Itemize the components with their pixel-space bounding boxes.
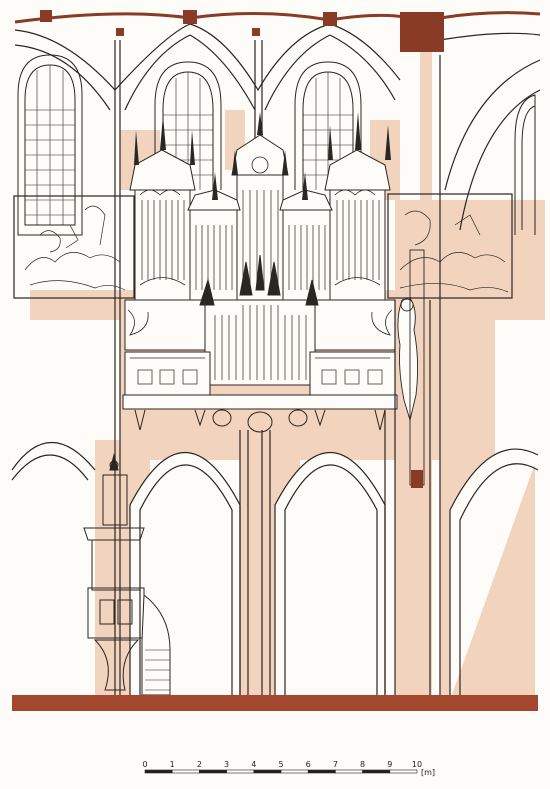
scale-bar-tick-label: 1 — [170, 760, 175, 769]
window-center-left — [154, 61, 222, 190]
organ-pendants — [134, 409, 386, 433]
window-left — [17, 54, 83, 236]
vault-bosses — [40, 10, 444, 52]
scale-bar-segment — [253, 769, 282, 774]
scale-bar-tick-label: 9 — [387, 760, 392, 769]
pillar-statue — [397, 249, 425, 488]
scale-bar-segments — [144, 769, 418, 774]
organ-carvings — [139, 156, 381, 286]
scale-bar-tick-label: 2 — [197, 760, 202, 769]
scale-bar-tick-label: 3 — [224, 760, 229, 769]
scale-bar-segment — [362, 769, 391, 774]
scale-bar-tick-label: 4 — [251, 760, 256, 769]
scale-bar-segment — [335, 769, 363, 774]
organ-positive-case — [124, 254, 396, 386]
scale-bar-tick-label: 0 — [142, 760, 147, 769]
scale-bar-tick-label: 8 — [360, 760, 365, 769]
scale-bar-tick-label: 10 — [412, 760, 422, 769]
mural-left — [13, 195, 135, 299]
scale-bar-unit: [m] — [421, 768, 435, 777]
scale-bar-tick-label: 5 — [278, 760, 283, 769]
scale-bar-segment — [226, 769, 255, 774]
scale-bar-segment — [307, 769, 336, 774]
scale-bar-segment — [171, 769, 200, 774]
scale-bar: 0 1 2 3 4 5 6 7 8 9 10 [m] — [142, 760, 435, 777]
window-right — [514, 94, 536, 235]
scale-bar-segment — [144, 769, 173, 774]
scale-bar-segment — [389, 769, 418, 774]
organ-pipes-upper — [141, 190, 380, 290]
scale-bar-segment — [199, 769, 227, 774]
upper-windows — [17, 54, 536, 236]
pulpit — [83, 453, 171, 696]
mural-right — [387, 193, 513, 299]
scale-bar-tick-label: 7 — [333, 760, 338, 769]
scale-bar-segment — [280, 769, 309, 774]
scale-bar-labels: 0 1 2 3 4 5 6 7 8 9 10 — [142, 760, 422, 769]
organ-finials — [134, 112, 391, 200]
organ-gallery-parapet — [122, 351, 398, 410]
scale-bar-tick-label: 6 — [306, 760, 311, 769]
floor-line — [12, 695, 538, 711]
organ — [122, 112, 398, 433]
